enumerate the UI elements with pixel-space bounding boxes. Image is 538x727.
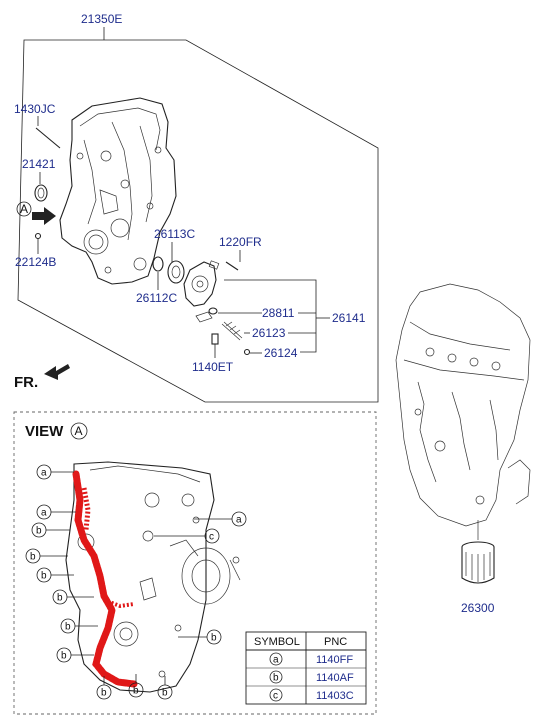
part-label-21350E[interactable]: 21350E — [81, 12, 122, 26]
part-label-26141[interactable]: 26141 — [332, 311, 366, 325]
part-label-26124[interactable]: 26124 — [264, 346, 298, 360]
part-label-1430JC[interactable]: 1430JC — [14, 102, 56, 116]
part-label-28811[interactable]: 28811 — [262, 306, 295, 320]
legend-symbol-a: a — [273, 655, 279, 666]
part-label-1140ET[interactable]: 1140ET — [192, 360, 234, 374]
timing-cover-panel: 21350E 1430JC 21421 — [14, 12, 379, 403]
front-direction-label: FR. — [14, 374, 38, 391]
view-a-cover-illustration — [65, 461, 241, 693]
svg-text:a: a — [41, 508, 47, 519]
valve-bracket — [195, 311, 213, 323]
svg-text:c: c — [209, 532, 214, 543]
svg-text:b: b — [101, 688, 107, 699]
view-a-title: VIEW — [25, 423, 64, 440]
callout-b-7: b — [96, 676, 112, 700]
fastener-legend-table: SYMBOL PNC a 1140FF b 1140AF c 11403C — [245, 631, 367, 705]
bolt-1140ET — [211, 333, 219, 345]
oil-filter-26300 — [461, 541, 495, 584]
view-a-marker — [16, 201, 32, 217]
legend-symbol-circle — [269, 652, 283, 666]
legend-symbol-circle — [269, 670, 283, 684]
callout-b-9: b — [157, 676, 173, 700]
callout-b-3: b — [36, 567, 74, 583]
svg-text:a: a — [41, 468, 47, 479]
pin-1430JC — [35, 127, 61, 149]
callout-a-3: a — [194, 511, 247, 527]
svg-text:b: b — [57, 593, 63, 604]
part-label-22124B[interactable]: 22124B — [15, 255, 56, 269]
plunger-26124 — [243, 348, 251, 356]
callout-b-5: b — [60, 618, 98, 634]
oil-pump-housing — [183, 260, 220, 307]
svg-text:b: b — [65, 622, 71, 633]
legend-header-symbol: SYMBOL — [254, 636, 300, 648]
callout-b-4: b — [52, 589, 94, 605]
view-a-frame — [13, 411, 377, 715]
part-label-26300[interactable]: 26300 — [461, 601, 495, 615]
callout-b-6: b — [56, 647, 94, 663]
legend-pnc-1140FF[interactable]: 1140FF — [316, 654, 353, 666]
legend-symbol-circle — [269, 688, 283, 702]
liquid-gasket-sealant — [72, 470, 138, 688]
svg-text:b: b — [133, 686, 139, 697]
legend-pnc-11403C[interactable]: 11403C — [316, 690, 354, 702]
part-label-26123[interactable]: 26123 — [252, 326, 286, 340]
engine-block-illustration: 26300 — [395, 283, 531, 615]
svg-text:b: b — [41, 571, 47, 582]
bracket-26141 — [224, 279, 317, 353]
front-arrow-icon — [44, 364, 70, 380]
callout-b-2: b — [25, 548, 68, 564]
view-a-panel: VIEW A — [13, 411, 377, 715]
svg-text:b: b — [61, 651, 67, 662]
callout-b-8: b — [128, 674, 144, 698]
svg-text:b: b — [211, 633, 217, 644]
seal-26112C — [152, 256, 164, 272]
callout-c-1: c — [154, 528, 220, 544]
seal-21421 — [34, 184, 48, 202]
callout-b-1: b — [31, 522, 70, 538]
oil-seal-26113C — [167, 260, 185, 284]
view-direction-arrow-icon — [32, 207, 56, 225]
legend-header-pnc: PNC — [324, 636, 347, 648]
svg-text:b: b — [36, 526, 42, 537]
timing-cover-illustration — [59, 97, 177, 285]
view-a-title-ref: A — [75, 424, 83, 438]
legend-pnc-1140AF[interactable]: 1140AF — [316, 672, 354, 684]
svg-text:b: b — [162, 688, 168, 699]
legend-symbol-c: c — [273, 691, 278, 702]
legend-symbol-b: b — [273, 673, 279, 684]
svg-text:a: a — [236, 515, 242, 526]
callout-a-2: a — [36, 504, 76, 520]
panel-outline — [17, 39, 379, 403]
screw-1220FR — [225, 261, 239, 271]
callout-a-1: a — [36, 464, 74, 480]
dowel-22124B — [34, 232, 42, 240]
view-a-title-marker — [70, 422, 88, 440]
view-a-marker-label: A — [20, 202, 28, 216]
callout-b-10: b — [178, 629, 222, 645]
part-label-26113C[interactable]: 26113C — [154, 227, 195, 241]
spring-26123 — [221, 321, 243, 341]
svg-text:b: b — [30, 552, 36, 563]
plug-28811 — [208, 307, 218, 315]
part-label-21421[interactable]: 21421 — [22, 157, 56, 171]
part-label-1220FR[interactable]: 1220FR — [219, 235, 262, 249]
part-label-26112C[interactable]: 26112C — [136, 291, 177, 305]
